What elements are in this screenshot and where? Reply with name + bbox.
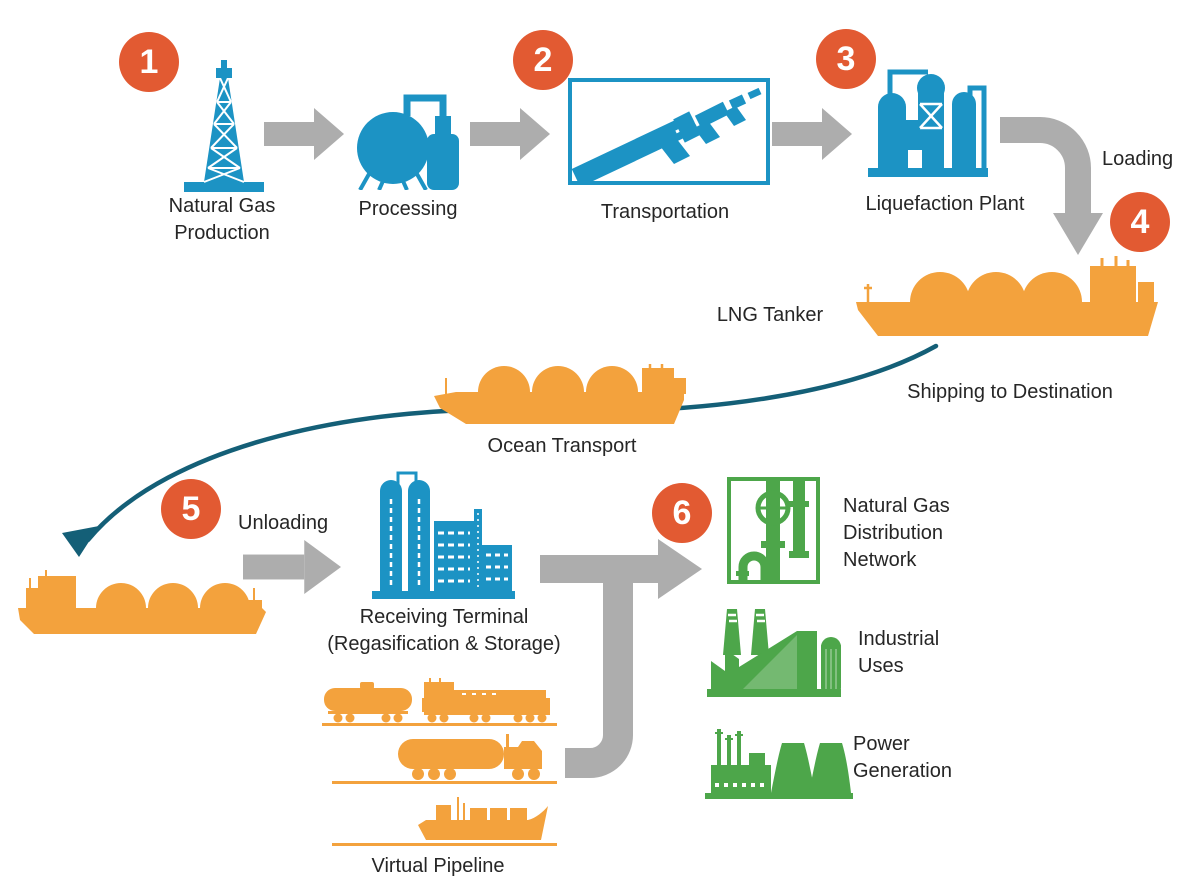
distribution-network-label: Natural Gas Distribution Network	[843, 495, 950, 571]
industrial-uses-label: Industrial Uses	[858, 628, 940, 677]
arrived-lng-ship-icon	[18, 570, 266, 634]
production-label: Natural Gas Production	[168, 195, 276, 244]
drilling-rig-icon	[184, 60, 264, 192]
liquefaction-label: Liquefaction Plant	[865, 193, 1025, 215]
step-badge-2: 2	[513, 30, 573, 90]
ocean-transport-label: Ocean Transport	[487, 435, 637, 457]
industrial-uses-icon	[707, 609, 841, 697]
arrow-to-users-with-branch	[540, 539, 702, 778]
receiving-terminal-label: Receiving Terminal (Regasification & Sto…	[327, 606, 561, 655]
loading-curved-arrow	[1000, 117, 1103, 255]
step-badge-5: 5	[161, 479, 221, 539]
step-number: 5	[181, 489, 201, 528]
step-number: 3	[836, 39, 856, 78]
power-generation-label: Power Generation	[853, 733, 952, 782]
receiving-terminal-icon	[372, 471, 515, 599]
arrow-right-icon	[470, 108, 550, 160]
lng-truck-icon	[332, 734, 557, 784]
ocean-transport-ship-icon	[434, 364, 686, 424]
transportation-label: Transportation	[600, 201, 730, 223]
step-badge-3: 3	[816, 29, 876, 89]
step-number: 4	[1130, 202, 1150, 241]
processing-label: Processing	[358, 198, 458, 220]
pipeline-icon	[568, 78, 770, 185]
processing-plant-icon	[357, 94, 459, 190]
step-badge-6: 6	[652, 483, 712, 543]
distribution-network-icon	[727, 477, 820, 584]
step-number: 1	[139, 42, 159, 81]
power-generation-icon	[705, 729, 853, 799]
step-badge-1: 1	[119, 32, 179, 92]
shipping-label: Shipping to Destination	[907, 381, 1113, 403]
lng-tanker-label: LNG Tanker	[716, 304, 824, 326]
lng-tanker-icon	[856, 256, 1158, 336]
arrow-right-icon	[772, 108, 852, 160]
virtual-pipeline-label: Virtual Pipeline	[371, 855, 505, 877]
unloading-label: Unloading	[238, 512, 329, 534]
arrow-right-icon	[243, 540, 341, 594]
container-ship-icon	[332, 797, 557, 846]
step-badge-4: 4	[1110, 192, 1170, 252]
liquefaction-plant-icon	[868, 69, 988, 177]
step-number: 6	[672, 493, 692, 532]
loading-label: Loading	[1102, 148, 1174, 170]
step-number: 2	[533, 40, 553, 79]
arrow-right-icon	[264, 108, 344, 160]
lng-train-icon	[322, 678, 557, 726]
